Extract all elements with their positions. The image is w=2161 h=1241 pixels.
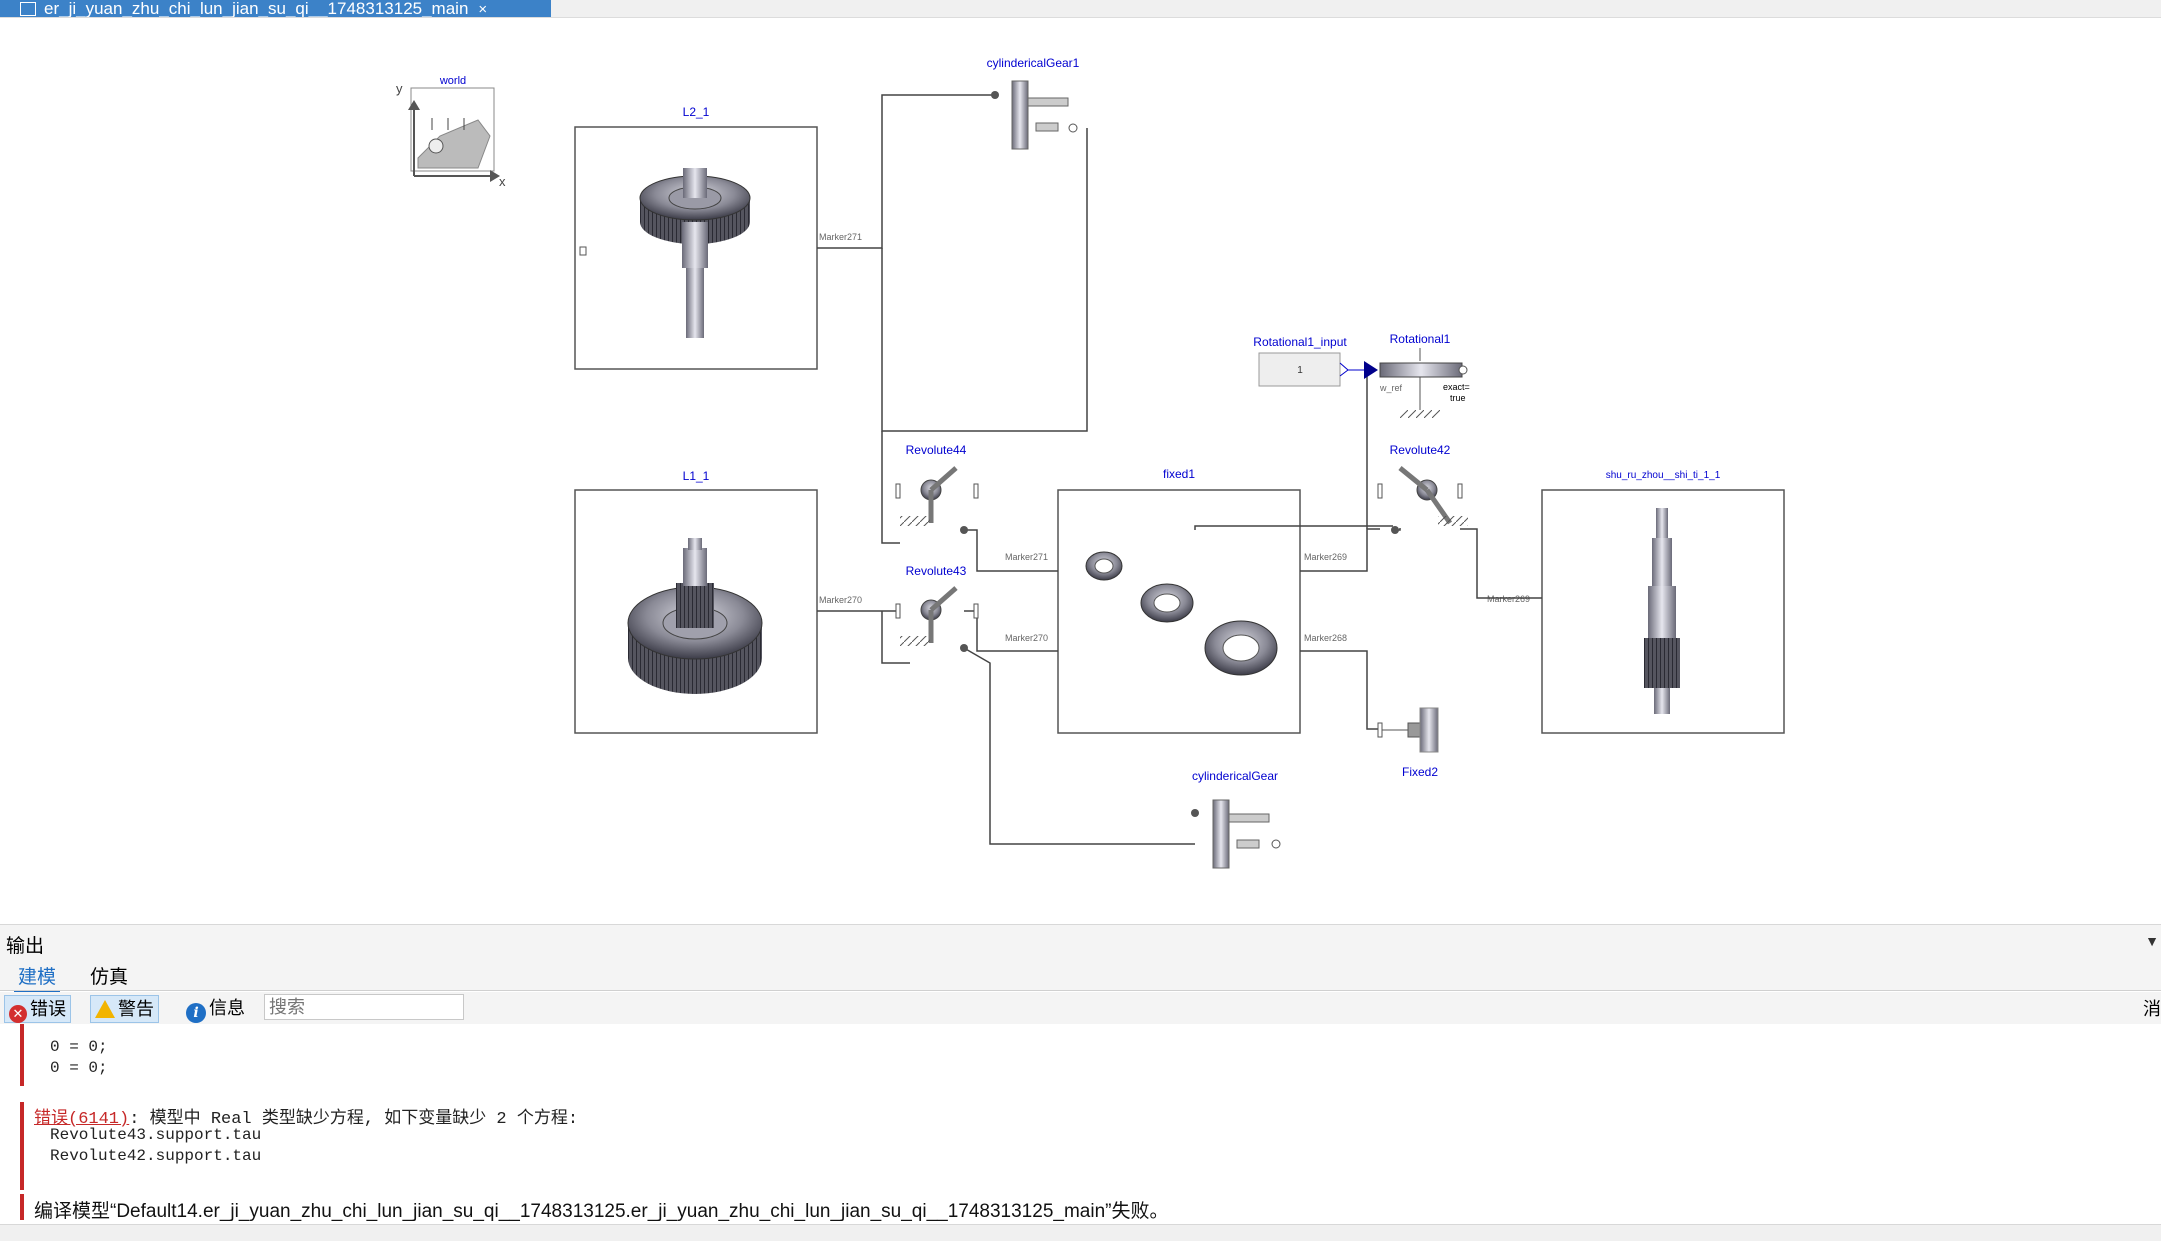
axis-x-label: x xyxy=(499,174,506,189)
marker269-a: Marker269 xyxy=(1304,552,1347,562)
cylindericalGear1-component[interactable]: cylindericalGear1 xyxy=(987,56,1080,150)
output-tabs: 建模 仿真 xyxy=(0,958,2161,993)
filter-warning-button[interactable]: 警告 xyxy=(90,995,159,1023)
shu_ru_zhou-component[interactable]: shu_ru_zhou__shi_ti_1_1 Marker269 xyxy=(1487,470,1785,734)
Rotational1_input-component[interactable]: Rotational1_input 1 xyxy=(1253,335,1378,387)
output-log: 0 = 0; 0 = 0; 错误(6141): 模型中 Real 类型缺少方程,… xyxy=(0,1024,2161,1224)
fixed1-label: fixed1 xyxy=(1163,467,1195,481)
document-icon xyxy=(20,2,36,16)
marker270-b: Marker270 xyxy=(1005,633,1048,643)
diagram-canvas[interactable]: world y x L2_1 Marker271 L1_1 xyxy=(0,18,2161,924)
input-value: 1 xyxy=(1297,365,1303,376)
tab-main-model[interactable]: er_ji_yuan_zhu_chi_lun_jian_su_qi__17483… xyxy=(0,0,551,17)
error-code-link[interactable]: 错误(6141) xyxy=(34,1110,130,1129)
Fixed2-component[interactable]: Fixed2 xyxy=(1377,707,1439,779)
L1_1-label: L1_1 xyxy=(683,469,710,483)
Rotational1_input-label: Rotational1_input xyxy=(1253,335,1347,349)
cylindericalGear-label: cylindericalGear xyxy=(1192,769,1278,783)
world-label: world xyxy=(439,75,466,87)
tab-simulation[interactable]: 仿真 xyxy=(90,967,129,988)
marker268: Marker268 xyxy=(1304,633,1347,643)
Revolute44-label: Revolute44 xyxy=(906,443,967,457)
marker271-a: Marker271 xyxy=(819,232,862,242)
marker270-a: Marker270 xyxy=(819,595,862,605)
Revolute42-component[interactable]: Revolute42 xyxy=(1377,443,1468,534)
axis-y-label: y xyxy=(396,81,403,96)
fixed1-component[interactable]: fixed1 Marker271 Marker270 Marker269 Mar… xyxy=(1005,467,1347,734)
log-line: 0 = 0; xyxy=(50,1038,108,1056)
L2_1-component[interactable]: L2_1 Marker271 xyxy=(574,105,862,370)
marker269-b: Marker269 xyxy=(1487,594,1530,604)
output-panel-header: 输出 ▼ xyxy=(0,924,2161,959)
Revolute44-component[interactable]: Revolute44 xyxy=(895,443,979,534)
shu_ru_zhou-label: shu_ru_zhou__shi_ti_1_1 xyxy=(1606,470,1721,481)
search-input[interactable] xyxy=(264,994,464,1020)
w_ref-label: w_ref xyxy=(1379,383,1403,393)
log-line: 0 = 0; xyxy=(50,1059,108,1077)
log-final-message: 编译模型“Default14.er_ji_yuan_zhu_chi_lun_ji… xyxy=(34,1201,1169,1222)
Revolute43-label: Revolute43 xyxy=(906,564,967,578)
log-bar xyxy=(20,1024,24,1086)
filter-error-button[interactable]: ✕错误 xyxy=(4,995,71,1023)
close-icon[interactable]: × xyxy=(478,1,488,17)
cylindericalGear1-label: cylindericalGear1 xyxy=(987,56,1080,70)
collapse-icon[interactable]: ▼ xyxy=(2145,933,2159,949)
clear-button[interactable]: 消 xyxy=(2143,999,2161,1019)
Fixed2-label: Fixed2 xyxy=(1402,765,1438,779)
L1_1-component[interactable]: L1_1 Marker270 xyxy=(574,469,862,734)
marker271-b: Marker271 xyxy=(1005,552,1048,562)
status-strip xyxy=(0,1224,2161,1241)
log-bar xyxy=(20,1102,24,1190)
log-variable: Revolute43.support.tau xyxy=(50,1126,262,1144)
Rotational1-label: Rotational1 xyxy=(1390,332,1451,346)
log-bar xyxy=(20,1194,24,1220)
exact-label: exact= xyxy=(1443,382,1470,392)
output-title: 输出 xyxy=(6,936,45,957)
tab-modeling[interactable]: 建模 xyxy=(14,962,61,993)
error-icon: ✕ xyxy=(9,1005,27,1023)
info-icon: i xyxy=(186,1003,206,1023)
L2_1-label: L2_1 xyxy=(683,105,710,119)
log-variable: Revolute42.support.tau xyxy=(50,1147,262,1165)
Rotational1-component[interactable]: Rotational1 w_ref exact= true xyxy=(1379,332,1470,418)
Revolute42-label: Revolute42 xyxy=(1390,443,1451,457)
Revolute43-component[interactable]: Revolute43 xyxy=(895,564,979,652)
cylindericalGear-component[interactable]: cylindericalGear xyxy=(1191,769,1281,869)
exact-value: true xyxy=(1450,393,1466,403)
warning-icon xyxy=(95,1000,115,1018)
tab-bar: er_ji_yuan_zhu_chi_lun_jian_su_qi__17483… xyxy=(0,0,2161,18)
log-filter-bar: ✕错误 警告 i信息 消 xyxy=(0,992,2161,1024)
tab-title: er_ji_yuan_zhu_chi_lun_jian_su_qi__17483… xyxy=(44,0,469,17)
log-error-entry: 错误(6141): 模型中 Real 类型缺少方程, 如下变量缺少 2 个方程: xyxy=(34,1110,579,1129)
connections xyxy=(817,94,1542,845)
world-component[interactable]: world y x xyxy=(396,75,506,189)
